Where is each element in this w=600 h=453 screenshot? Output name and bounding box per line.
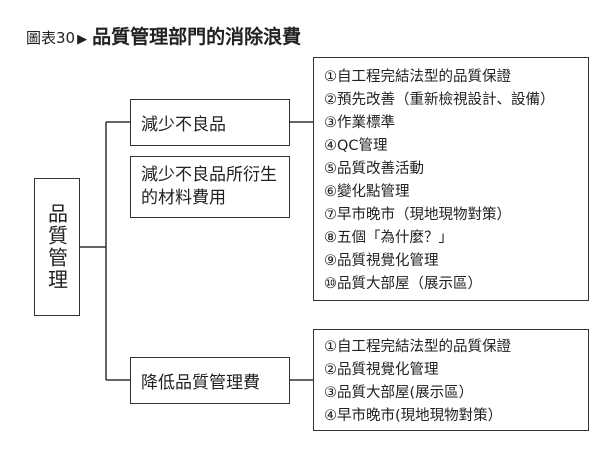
root-label: 品質管理: [44, 203, 69, 291]
branch-label: 減少不良品: [141, 115, 226, 135]
list-item: ⑨品質視覺化管理: [324, 253, 439, 269]
list-item: ⑧五個「為什麼？」: [324, 230, 453, 246]
triangle-icon: ▶: [77, 32, 88, 47]
branch-node-reduce-defects: 減少不良品: [130, 99, 290, 146]
list-item: ⑦早市晚市（現地現物對策）: [324, 207, 511, 223]
list-item: ⑩品質大部屋（展示區）: [324, 276, 482, 292]
measures-list-b: ①自工程完結法型的品質保證 ②品質視覺化管理 ③品質大部屋(展示區） ④早市晚市…: [313, 329, 589, 431]
list-item: ③作業標準: [324, 115, 395, 131]
measures-list-a: ①自工程完結法型的品質保證 ②預先改善（重新檢視設計、設備） ③作業標準 ④QC…: [313, 57, 589, 301]
branch-label-line2: 的材料費用: [141, 188, 226, 208]
list-item: ④早市晚市(現地現物對策）: [324, 408, 503, 424]
list-item: ③品質大部屋(展示區）: [324, 385, 474, 401]
list-item: ②預先改善（重新檢視設計、設備）: [324, 92, 555, 108]
list-item: ②品質視覺化管理: [324, 362, 439, 378]
list-item: ⑥變化點管理: [324, 184, 410, 200]
branch-label-line1: 減少不良品所衍生: [141, 165, 277, 185]
list-item: ①自工程完結法型的品質保證: [324, 339, 511, 355]
list-item: ①自工程完結法型的品質保證: [324, 69, 511, 85]
title-text: 品質管理部門的消除浪費: [92, 26, 302, 48]
branch-node-material-cost: 減少不良品所衍生 的材料費用: [130, 156, 290, 218]
list-item: ⑤品質改善活動: [324, 161, 424, 177]
root-node: 品質管理: [34, 178, 80, 316]
branch-label: 降低品質管理費: [141, 373, 260, 393]
figure-number: 圖表30: [26, 29, 76, 47]
branch-node-reduce-qc-cost: 降低品質管理費: [130, 357, 290, 404]
diagram-title: 圖表30▶ 品質管理部門的消除浪費: [26, 22, 301, 49]
list-item: ④QC管理: [324, 138, 388, 154]
